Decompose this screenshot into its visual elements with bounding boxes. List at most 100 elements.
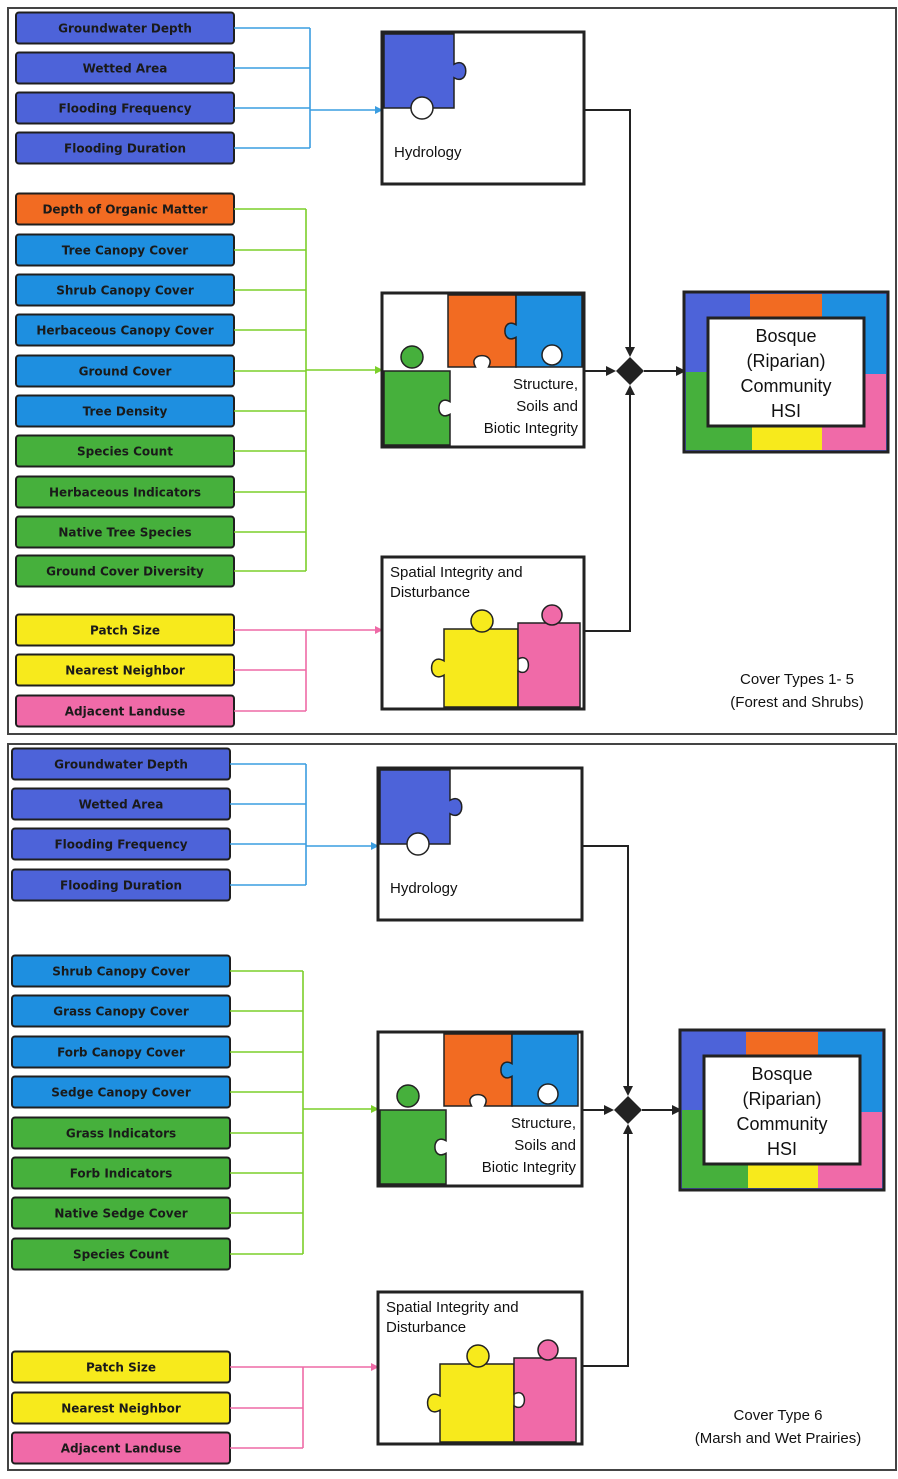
input-label: Shrub Canopy Cover (52, 965, 190, 979)
spatial-connectors (234, 626, 383, 712)
input-native-tree-species: Native Tree Species (15, 515, 235, 549)
input-tree-canopy-cover: Tree Canopy Cover (15, 233, 235, 267)
input-label: Patch Size (86, 1361, 156, 1375)
cover-type-caption: (Forest and Shrubs) (730, 694, 863, 711)
hydrology-connectors (230, 763, 379, 886)
input-flooding-frequency: Flooding Frequency (11, 827, 231, 861)
puzzle-knob (400, 345, 424, 369)
input-label: Flooding Duration (64, 142, 186, 156)
input-label: Groundwater Depth (54, 758, 188, 772)
puzzle-knob (541, 604, 563, 626)
input-label: Grass Canopy Cover (53, 1005, 189, 1019)
input-label: Species Count (73, 1248, 169, 1262)
structure-title-line: Structure, (513, 376, 578, 393)
puzzle-knob (470, 609, 494, 633)
spatial-to-node (582, 1124, 633, 1367)
input-label: Flooding Frequency (54, 838, 187, 852)
input-flooding-frequency: Flooding Frequency (15, 91, 235, 125)
input-forb-indicators: Forb Indicators (11, 1156, 231, 1190)
flow-arrows (584, 109, 686, 632)
hsi-title-line: HSI (767, 1139, 797, 1159)
input-label: Tree Density (83, 405, 168, 419)
structure-connectors (230, 970, 379, 1255)
input-herbaceous-indicators: Herbaceous Indicators (15, 475, 235, 509)
input-adjacent-landuse: Adjacent Landuse (11, 1431, 231, 1465)
input-label: Flooding Duration (60, 879, 182, 893)
input-species-count: Species Count (15, 434, 235, 468)
yellow-puzzle-piece (430, 628, 519, 708)
puzzle-knob (466, 1344, 490, 1368)
hsi-title-line: Bosque (755, 326, 816, 346)
structure-connectors (234, 208, 383, 572)
input-label: Patch Size (90, 624, 160, 638)
input-patch-size: Patch Size (11, 1350, 231, 1384)
input-label: Ground Cover (79, 365, 172, 379)
input-label: Tree Canopy Cover (62, 244, 189, 258)
spatial-title-line: Disturbance (390, 584, 470, 601)
input-label: Forb Canopy Cover (57, 1046, 185, 1060)
panel-frame (7, 743, 897, 1471)
puzzle-notch (410, 96, 434, 120)
input-native-sedge-cover: Native Sedge Cover (11, 1196, 231, 1230)
green-puzzle-piece (383, 370, 451, 446)
blue-puzzle-piece (383, 33, 467, 109)
puzzle-knob (537, 1339, 559, 1361)
yellow-puzzle-piece (426, 1363, 515, 1443)
puzzle-notch (541, 344, 563, 366)
input-ground-cover: Ground Cover (15, 354, 235, 388)
input-species-count: Species Count (11, 1237, 231, 1271)
cover-type-caption: (Marsh and Wet Prairies) (695, 1430, 861, 1447)
input-label: Native Sedge Cover (54, 1207, 187, 1221)
input-nearest-neighbor: Nearest Neighbor (11, 1391, 231, 1425)
cover-type-caption: Cover Type 6 (734, 1407, 823, 1424)
puzzle-notch (406, 832, 430, 856)
input-label: Wetted Area (79, 798, 164, 812)
hydrology-to-node (582, 845, 633, 1096)
pink-puzzle-piece (517, 622, 581, 708)
hsi-orange-piece (746, 1032, 818, 1058)
input-label: Depth of Organic Matter (42, 203, 207, 217)
input-label: Species Count (77, 445, 173, 459)
cover-type-caption: Cover Types 1- 5 (740, 671, 854, 688)
input-shrub-canopy-cover: Shrub Canopy Cover (15, 273, 235, 307)
sky-puzzle-piece (504, 294, 583, 368)
input-flooding-duration: Flooding Duration (11, 868, 231, 902)
input-wetted-area: Wetted Area (15, 51, 235, 85)
input-wetted-area: Wetted Area (11, 787, 231, 821)
structure-title-line: Soils and (514, 1137, 576, 1154)
input-groundwater-depth: Groundwater Depth (15, 11, 235, 45)
input-label: Sedge Canopy Cover (51, 1086, 191, 1100)
input-shrub-canopy-cover: Shrub Canopy Cover (11, 954, 231, 988)
input-herbaceous-canopy-cover: Herbaceous Canopy Cover (15, 313, 235, 347)
pink-puzzle-piece (513, 1357, 577, 1443)
input-tree-density: Tree Density (15, 394, 235, 428)
hydrology-to-node (584, 109, 635, 357)
spatial-title-line: Spatial Integrity and (390, 564, 523, 581)
input-label: Herbaceous Canopy Cover (36, 324, 213, 338)
input-label: Shrub Canopy Cover (56, 284, 194, 298)
structure-title-line: Structure, (511, 1115, 576, 1132)
spatial-to-node (584, 385, 635, 632)
aggregation-node (614, 1096, 642, 1124)
flow-arrows (582, 845, 682, 1367)
hsi-title-line: (Riparian) (742, 1089, 821, 1109)
input-nearest-neighbor: Nearest Neighbor (15, 653, 235, 687)
input-depth-of-organic-matter: Depth of Organic Matter (15, 192, 235, 226)
hsi-orange-piece (750, 294, 822, 320)
input-grass-canopy-cover: Grass Canopy Cover (11, 994, 231, 1028)
input-adjacent-landuse: Adjacent Landuse (15, 694, 235, 728)
hsi-title-line: Bosque (751, 1064, 812, 1084)
input-label: Nearest Neighbor (61, 1402, 181, 1416)
input-groundwater-depth: Groundwater Depth (11, 747, 231, 781)
hydrology-box: Hydrology (380, 30, 586, 186)
input-sedge-canopy-cover: Sedge Canopy Cover (11, 1075, 231, 1109)
hsi-label-panel (702, 1054, 862, 1166)
hsi-title-line: (Riparian) (746, 351, 825, 371)
